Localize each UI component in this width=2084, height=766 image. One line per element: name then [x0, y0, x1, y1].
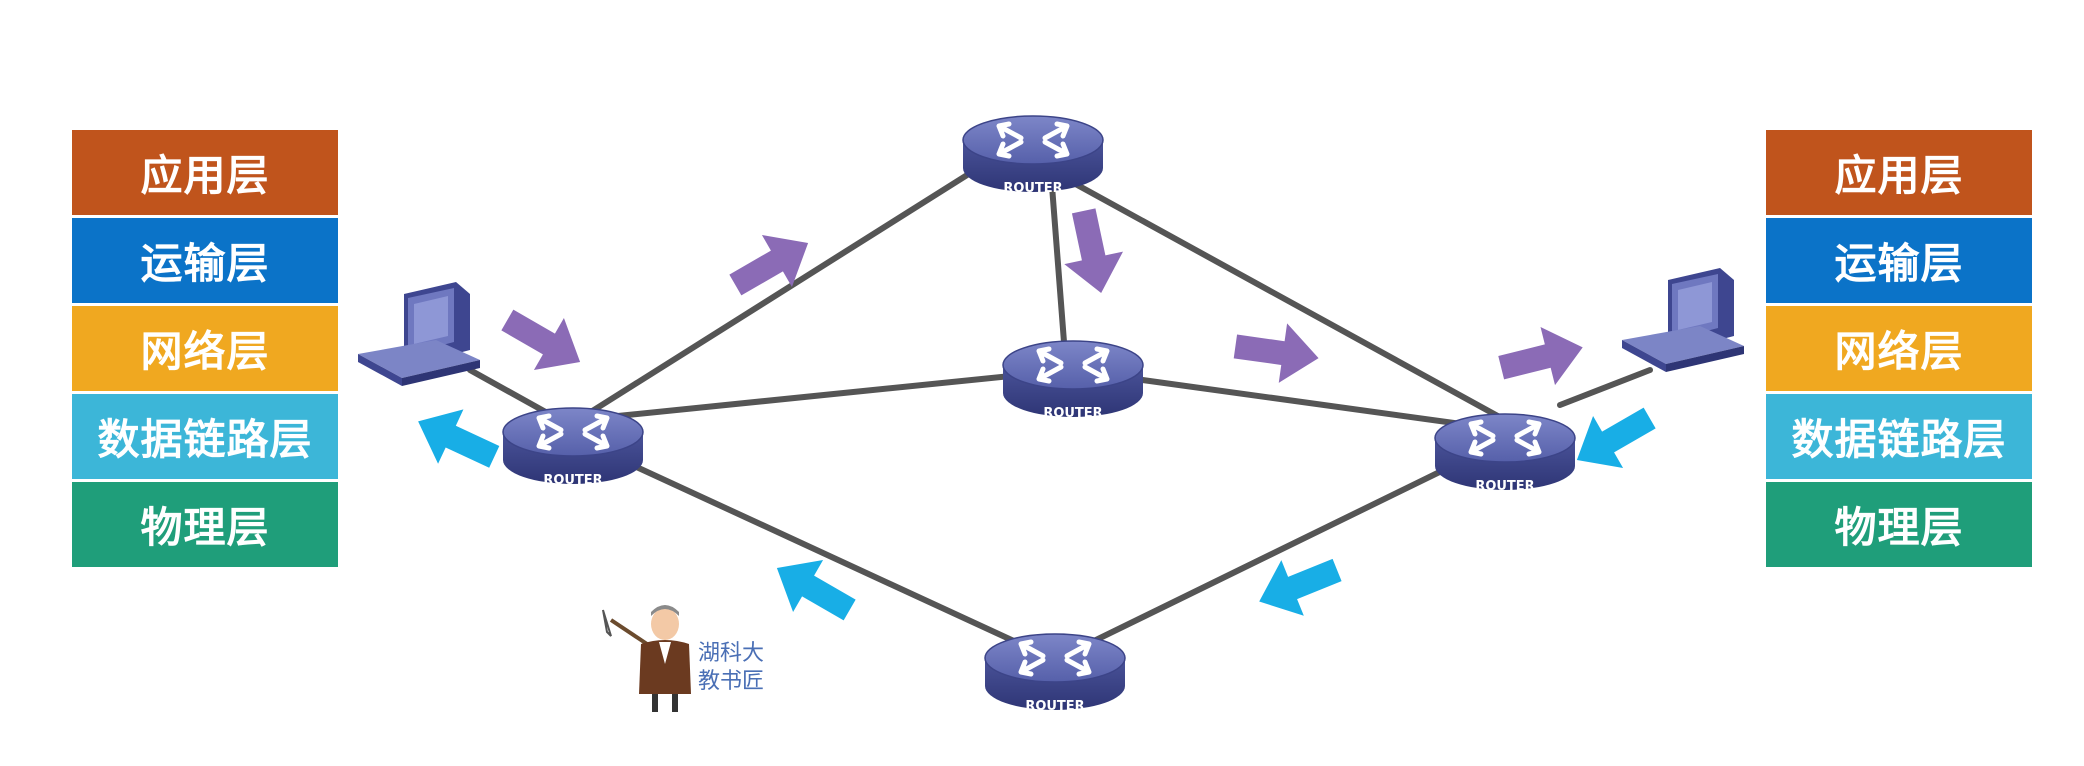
- arrow-icon: [1231, 316, 1323, 388]
- computer-icon: [1622, 268, 1744, 372]
- link: [1007, 145, 1508, 423]
- layer-transport: 运输层: [1766, 218, 2032, 303]
- link: [1047, 157, 1068, 358]
- layer-data-link: 数据链路层: [72, 394, 338, 479]
- link: [1052, 437, 1508, 663]
- brand-line: 湖科大: [698, 641, 765, 666]
- router-icon: ROUTER: [1435, 414, 1575, 494]
- protocol-stack-right: 应用层 运输层 网络层 数据链路层 物理层: [1766, 130, 2032, 570]
- router-icon: ROUTER: [963, 116, 1103, 196]
- router-icon: ROUTER: [503, 408, 643, 488]
- arrow-icon: [1493, 318, 1590, 397]
- layer-transport: 运输层: [72, 218, 338, 303]
- arrow-icon: [761, 542, 865, 636]
- brand-caption: 湖科大 教书匠: [698, 640, 764, 696]
- arrow-icon: [1054, 204, 1131, 300]
- protocol-stack-left: 应用层 运输层 网络层 数据链路层 物理层: [72, 130, 338, 570]
- mascot-icon: [602, 605, 691, 712]
- router-icon: ROUTER: [1003, 341, 1143, 421]
- arrow-icon: [1561, 392, 1665, 486]
- layer-physical: 物理层: [1766, 482, 2032, 567]
- layer-application: 应用层: [72, 130, 338, 215]
- router-label: ROUTER: [1025, 699, 1084, 714]
- layer-data-link: 数据链路层: [1766, 394, 2032, 479]
- link: [575, 145, 1013, 423]
- computer-icon: [358, 282, 480, 386]
- arrow-icon: [405, 394, 507, 485]
- link: [575, 367, 1073, 423]
- router-label: ROUTER: [543, 473, 602, 488]
- arrow-icon: [492, 294, 596, 388]
- link: [575, 437, 1058, 663]
- router-icon: ROUTER: [985, 634, 1125, 714]
- brand-line: 教书匠: [698, 669, 765, 694]
- link: [1557, 367, 1653, 408]
- layer-network: 网络层: [72, 306, 338, 391]
- layer-application: 应用层: [1766, 130, 2032, 215]
- router-label: ROUTER: [1043, 406, 1102, 421]
- layer-physical: 物理层: [72, 482, 338, 567]
- router-label: ROUTER: [1003, 181, 1062, 196]
- router-label: ROUTER: [1475, 479, 1534, 494]
- layer-network: 网络层: [1766, 306, 2032, 391]
